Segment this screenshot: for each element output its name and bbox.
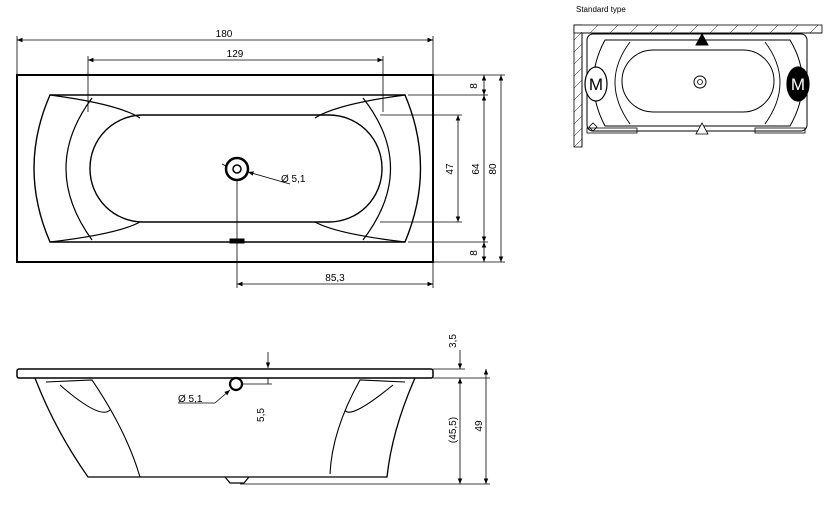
bottom-triangle-icon: [695, 122, 709, 135]
dim-rim-thickness-label: 3,5: [448, 334, 459, 348]
side-view: [16, 368, 434, 484]
dim-rim-top-label: 8: [469, 83, 480, 89]
side-drain: [224, 476, 250, 484]
basin-floor: [89, 114, 383, 223]
dim-width-label: 80: [488, 163, 499, 175]
dim-drain-offset-label: 85,3: [325, 273, 345, 284]
dim-drain-diameter-label: Ø 5,1: [281, 174, 306, 185]
mini-left-curve: [614, 41, 631, 125]
right-backrest-curve: [362, 97, 391, 241]
side-view-dimensions: [178, 350, 490, 485]
overflow-circle: [228, 376, 244, 392]
dim-total-height-label: 49: [474, 420, 485, 432]
dim-overflow-offset-label: 5,5: [256, 408, 267, 422]
dim-length-label: 180: [216, 29, 233, 40]
dim-basin-width-label: 64: [471, 163, 482, 175]
motor-right-label: M: [791, 75, 805, 94]
motor-right-icon: [786, 66, 810, 102]
mini-rail-right: [754, 127, 806, 134]
drain-inner: [232, 164, 242, 174]
mini-drain-icon: [693, 75, 707, 89]
dim-inner-depth-label: (45,5): [448, 417, 459, 443]
mini-valve-icon: [588, 122, 598, 132]
dim-inner-width-label: 47: [445, 163, 456, 175]
left-backrest-curve: [65, 97, 93, 241]
motor-left-icon: [584, 66, 608, 102]
mini-rail-left: [586, 127, 638, 134]
mini-right-curve: [764, 41, 781, 125]
top-triangle-icon: [695, 32, 709, 46]
side-rim: [16, 368, 434, 379]
side-body: [34, 377, 416, 478]
right-shoulder-curve: [314, 94, 406, 243]
motor-left-label: M: [589, 75, 603, 94]
side-left-contour: [45, 379, 141, 478]
wall-left: [573, 24, 583, 148]
drain-outer: [224, 156, 250, 182]
side-right-contour: [329, 379, 406, 475]
dim-overflow-diameter-label: Ø 5,1: [178, 394, 203, 405]
tub-outline: [16, 74, 434, 263]
top-view-dimensions: [16, 36, 505, 288]
wall-hatch: [573, 24, 819, 148]
standard-type-title: Standard type: [576, 5, 626, 14]
top-view: [16, 74, 434, 263]
mini-basin-floor: [621, 49, 775, 113]
dim-inner-length-label: 129: [227, 49, 244, 60]
dim-rim-bottom-label: 8: [469, 250, 480, 256]
